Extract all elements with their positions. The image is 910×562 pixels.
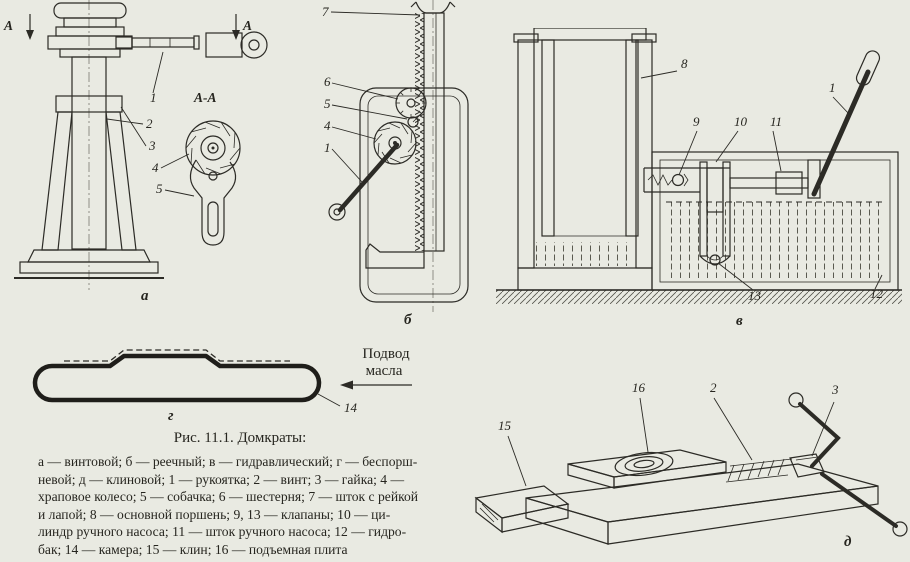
callout-5: 5: [324, 96, 331, 111]
figure-label-a: а: [141, 288, 149, 304]
cut-arrow-right-icon: [232, 30, 240, 40]
cut-letter-left: A: [3, 18, 13, 33]
rack-rod: [365, 1, 456, 269]
callout-4: 4: [152, 160, 159, 175]
caption-line: храповое колесо; 5 — собачка; 6 — шестер…: [38, 489, 419, 505]
callout-13: 13: [748, 288, 762, 303]
callout-11: 11: [770, 114, 782, 129]
crank-handle: [788, 392, 908, 537]
pump-plunger: [706, 167, 724, 213]
callout-8: 8: [681, 56, 688, 71]
claw-foot: [365, 243, 425, 269]
callouts-g: 14: [317, 393, 358, 415]
callout-3: 3: [831, 382, 839, 397]
figure-label-d: д: [844, 534, 852, 550]
oil-supply-text-2: масла: [366, 363, 403, 379]
gear-train: [373, 87, 427, 165]
caption-line: и лапой; 8 — основной поршень; 9, 13 — к…: [38, 506, 391, 522]
screw-and-nut: [725, 453, 825, 483]
pump-rod: [729, 177, 809, 189]
ground: [496, 289, 902, 304]
caption-title: Рис. 11.1. Домкраты:: [173, 430, 307, 446]
oil-supply-annotation: Подвод масла: [340, 346, 412, 390]
callout-5: 5: [156, 181, 163, 196]
callout-9: 9: [693, 114, 700, 129]
callouts-v: 8 9 10 11 1 13 12: [640, 56, 884, 303]
pawl: [189, 159, 237, 246]
caption-line: а — винтовой; б — реечный; в — гидравлич…: [38, 454, 418, 469]
callout-6: 6: [324, 74, 331, 89]
hydraulic-jack-figure: 8 9 10 11 1 13 12 в: [496, 28, 902, 329]
oil-supply-text-1: Подвод: [362, 346, 410, 362]
oil-tank: [651, 151, 899, 291]
cut-arrow-left-icon: [26, 30, 34, 40]
valve-13: [709, 254, 721, 266]
figure-caption: Рис. 11.1. Домкраты: а — винтовой; б — р…: [38, 430, 442, 559]
pawl: [407, 116, 419, 128]
pump-assembly: [643, 159, 821, 266]
crank-handle: [328, 142, 400, 221]
housing: [359, 87, 469, 303]
callout-15: 15: [498, 418, 512, 433]
caption-line: линдр ручного насоса; 11 — шток ручного …: [38, 524, 407, 540]
callouts-a: 1 2 3 4 5: [106, 51, 195, 197]
figure-label-g: г: [168, 408, 174, 424]
nut: [55, 95, 123, 113]
lifting-plate: [567, 449, 727, 489]
callout-2: 2: [710, 380, 717, 395]
callout-2: 2: [146, 116, 153, 131]
caption-line: бак; 14 — камера; 15 — клин; 16 — подъем…: [38, 541, 348, 557]
section-title: А-А: [193, 90, 217, 105]
callout-10: 10: [734, 114, 748, 129]
inflated-profile: [64, 349, 290, 362]
callout-16: 16: [632, 380, 646, 395]
figure-label-v: в: [736, 313, 743, 329]
callout-12: 12: [870, 286, 884, 301]
base-block: [525, 463, 879, 545]
oil: [536, 242, 634, 266]
wedge-jack-figure: 16 2 3 15 д: [474, 380, 908, 550]
callout-7: 7: [322, 4, 329, 19]
jack-head-and-handle: [47, 2, 200, 58]
callout-3: 3: [148, 138, 156, 153]
callouts-b: 7 6 5 4 1: [322, 4, 421, 183]
callout-14: 14: [344, 400, 358, 415]
handle-socket-detail: [205, 31, 268, 59]
main-piston: [533, 28, 647, 237]
screw-thread: [71, 56, 107, 250]
rack-jack-figure: 7 6 5 4 1 б: [322, 0, 469, 328]
cut-letter-right: A: [242, 18, 252, 33]
callout-1: 1: [150, 90, 157, 105]
oil: [666, 202, 884, 278]
callouts-d: 16 2 3 15: [498, 380, 839, 487]
chamber-jack-figure: Подвод масла 14 г: [32, 346, 412, 424]
pump-lever: [811, 50, 881, 197]
oil-supply-arrow-icon: [340, 380, 353, 390]
screw-jack-figure: A A: [3, 0, 268, 304]
callout-1: 1: [324, 140, 331, 155]
rubber-chamber: [32, 353, 322, 403]
wedge: [474, 485, 570, 534]
main-cylinder: [513, 33, 657, 291]
figure-label-b: б: [404, 312, 412, 328]
callout-4: 4: [324, 118, 331, 133]
lever-grip: [855, 50, 881, 86]
section-a-a-view: А-А: [185, 90, 241, 246]
valve-9: [671, 173, 685, 187]
callout-1: 1: [829, 80, 836, 95]
caption-line: невой; д — клиновой; 1 — рукоятка; 2 — в…: [38, 471, 405, 487]
nut: [789, 453, 825, 478]
screw-and-housing: [14, 56, 164, 279]
rack-teeth: [415, 13, 424, 251]
